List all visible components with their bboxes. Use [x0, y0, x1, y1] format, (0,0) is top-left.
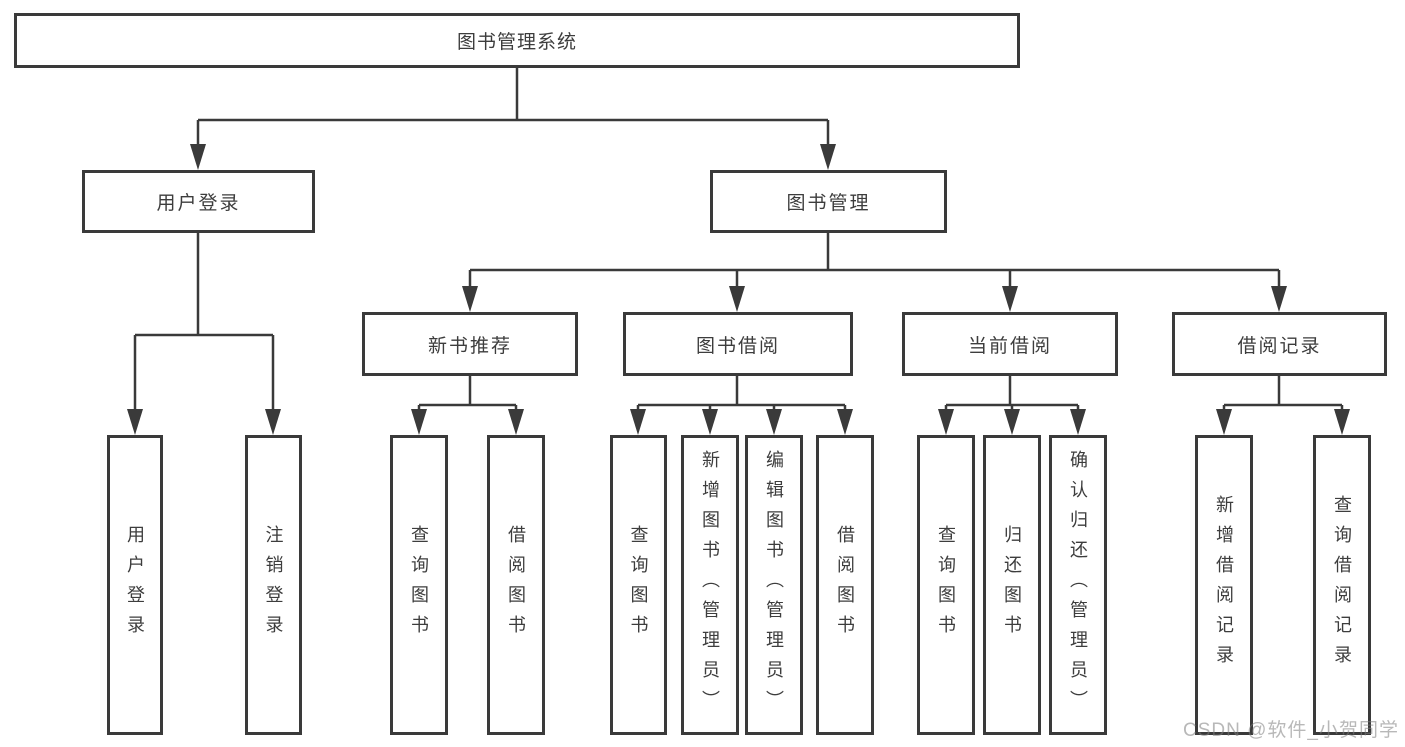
node-book-borrowing-label: 图书借阅 [695, 335, 780, 357]
leaf-logout: 注销登录 [245, 435, 302, 735]
node-root-label: 图书管理系统 [456, 32, 577, 53]
node-borrowing-records: 借阅记录 [1172, 312, 1387, 376]
leaf-add-borrow-record-label: 新增借阅记录 [1214, 495, 1234, 675]
leaf-return-books: 归还图书 [983, 435, 1041, 735]
arrowheads [127, 144, 1350, 435]
leaf-borrow-books-borrowing-label: 借阅图书 [835, 525, 855, 645]
node-user-login: 用户登录 [82, 170, 315, 233]
leaf-borrow-books-recommend-label: 借阅图书 [506, 525, 526, 645]
node-new-book-recommendation: 新书推荐 [362, 312, 578, 376]
leaf-edit-books-admin: 编辑图书（管理员） [745, 435, 803, 735]
node-current-borrowing-label: 当前借阅 [967, 335, 1052, 357]
node-current-borrowing: 当前借阅 [902, 312, 1118, 376]
leaf-query-books-borrowing-label: 查询图书 [628, 525, 649, 645]
leaf-query-books-borrowing: 查询图书 [610, 435, 667, 735]
leaf-user-login: 用户登录 [107, 435, 163, 735]
leaf-query-books-current: 查询图书 [917, 435, 975, 735]
node-book-borrowing: 图书借阅 [623, 312, 853, 376]
leaf-query-books-recommend-label: 查询图书 [409, 525, 429, 645]
leaf-confirm-return-admin-label: 确认归还（管理员） [1068, 450, 1088, 720]
leaf-return-books-label: 归还图书 [1002, 525, 1022, 645]
leaf-query-borrow-record: 查询借阅记录 [1313, 435, 1371, 735]
node-book-management-label: 图书管理 [786, 193, 871, 214]
node-borrowing-records-label: 借阅记录 [1237, 335, 1322, 357]
leaf-add-books-admin-label: 新增图书（管理员） [700, 450, 720, 720]
leaf-query-books-recommend: 查询图书 [390, 435, 448, 735]
leaf-edit-books-admin-label: 编辑图书（管理员） [764, 450, 784, 720]
leaf-logout-label: 注销登录 [263, 525, 284, 645]
leaf-borrow-books-borrowing: 借阅图书 [816, 435, 874, 735]
leaf-borrow-books-recommend: 借阅图书 [487, 435, 545, 735]
node-user-login-label: 用户登录 [156, 193, 241, 214]
leaf-add-borrow-record: 新增借阅记录 [1195, 435, 1253, 735]
leaf-confirm-return-admin: 确认归还（管理员） [1049, 435, 1107, 735]
node-root: 图书管理系统 [14, 13, 1020, 68]
leaf-user-login-label: 用户登录 [125, 525, 145, 645]
leaf-query-books-current-label: 查询图书 [936, 525, 956, 645]
watermark: CSDN @软件_小贺同学 [1183, 720, 1399, 741]
node-book-management: 图书管理 [710, 170, 947, 233]
leaf-add-books-admin: 新增图书（管理员） [681, 435, 739, 735]
leaf-query-borrow-record-label: 查询借阅记录 [1332, 495, 1352, 675]
node-new-book-recommendation-label: 新书推荐 [427, 335, 512, 357]
